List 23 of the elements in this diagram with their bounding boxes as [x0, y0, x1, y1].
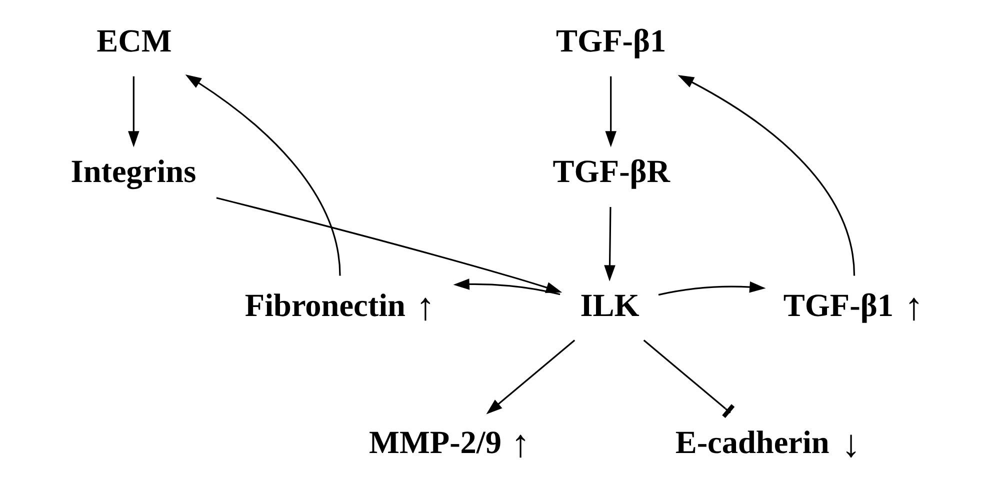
node-text: MMP-2/9 [369, 424, 502, 460]
arrow [128, 76, 140, 148]
arrow [216, 197, 562, 293]
node-text: ECM [96, 22, 172, 59]
node-text: TGF-β1 [783, 287, 894, 324]
node-text: TGF-βR [552, 153, 670, 190]
arrow [604, 207, 616, 282]
arrow [486, 340, 576, 414]
connector [643, 340, 735, 418]
node-label: ↑ [510, 424, 530, 466]
node-text: TGF-β1 [556, 22, 666, 59]
arrow [185, 74, 341, 276]
node-text: E-cadherin [675, 424, 830, 460]
arrow [453, 278, 560, 296]
arrow [678, 74, 856, 276]
node-label: ↑ [416, 286, 436, 329]
node-label: ↑ [904, 286, 924, 329]
node-text: ILK [580, 287, 640, 324]
arrow [658, 281, 766, 296]
arrow [605, 76, 616, 148]
node-label: ↓ [841, 424, 861, 466]
node-text: Integrins [70, 153, 196, 190]
node-text: Fibronectin [244, 287, 406, 324]
